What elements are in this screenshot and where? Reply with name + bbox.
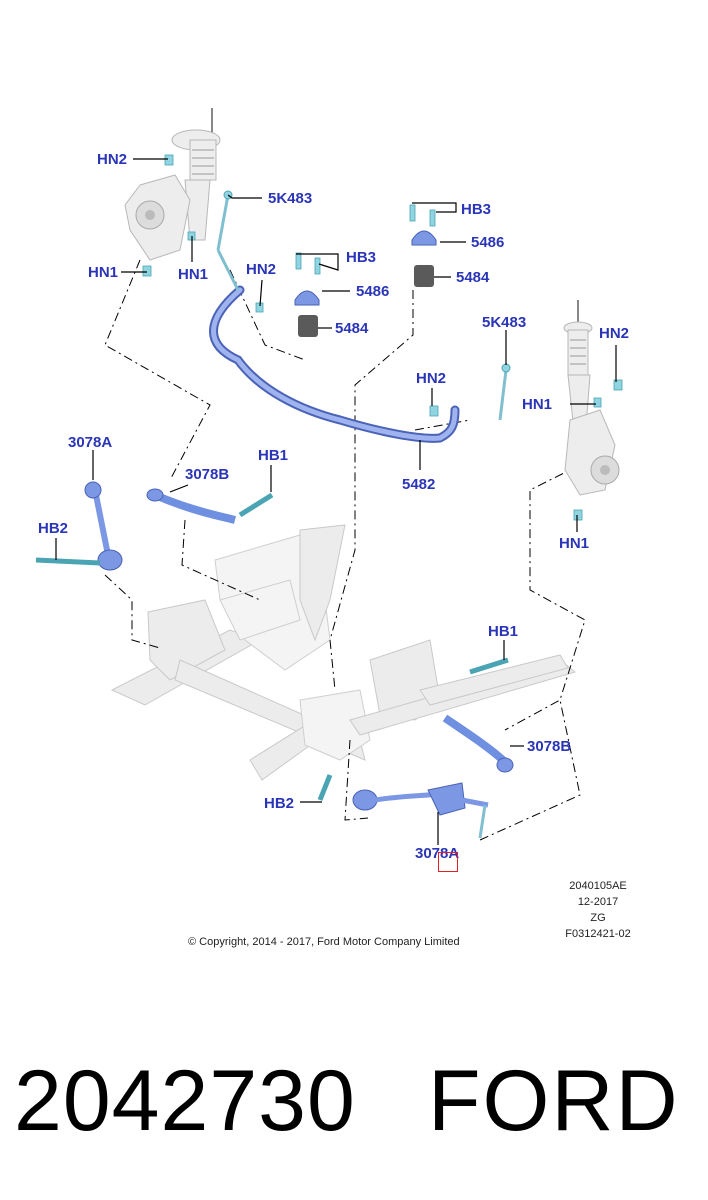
lower-arms: [84, 481, 514, 839]
callout-hn2-center: HN2: [416, 370, 447, 387]
callout-3078b-left: 3078B: [185, 466, 230, 483]
part-number: 2042730: [14, 1053, 356, 1149]
callout-hb1-left: HB1: [258, 447, 289, 464]
callout-5k483-right: 5K483: [482, 314, 527, 331]
bushings-brackets: [294, 230, 437, 337]
stabilizer-bar: [209, 285, 460, 443]
callout-hb1-right: HB1: [488, 623, 519, 640]
callout-5k483-left: 5K483: [268, 190, 313, 207]
brand-name: FORD: [428, 1053, 680, 1149]
callout-5484-right: 5484: [456, 269, 490, 286]
callout-hn1-left-b: HN1: [178, 266, 209, 283]
callout-hn1-right: HN1: [522, 396, 553, 413]
callout-hb2-left: HB2: [38, 520, 69, 537]
leader-lines: [55, 158, 617, 845]
callout-hn2-right: HN2: [599, 325, 630, 342]
callout-hn2-left-b: HN2: [246, 261, 277, 278]
callout-hb3-right: HB3: [461, 201, 492, 218]
copyright-notice: © Copyright, 2014 - 2017, Ford Motor Com…: [188, 936, 460, 948]
drawing-ref: F0312421-02: [565, 928, 631, 940]
drawing-number: 2040105AE: [569, 880, 627, 892]
callout-5484-left: 5484: [335, 320, 369, 337]
callout-hn2-left: HN2: [97, 151, 128, 168]
front-subframe: [110, 524, 577, 781]
callout-3078b-right: 3078B: [527, 738, 572, 755]
callout-hb2-right: HB2: [264, 795, 295, 812]
drawing-date: 12-2017: [577, 896, 619, 908]
callout-3078a-left: 3078A: [68, 434, 113, 451]
callout-5482: 5482: [402, 476, 436, 493]
right-strut-assembly: [563, 300, 620, 496]
fasteners: [35, 154, 623, 801]
left-strut-assembly: [124, 108, 221, 261]
callout-hn1-left-a: HN1: [88, 264, 119, 281]
exploded-suspension-diagram: .lead { stroke:#000; stroke-width:1.2; f…: [35, 108, 623, 845]
callout-hb3-left: HB3: [346, 249, 377, 266]
drawing-meta: 2040105AE 12-2017 ZG F0312421-02: [548, 878, 648, 942]
callout-hn1-right-b: HN1: [559, 535, 590, 552]
assembly-lines: [104, 259, 586, 841]
highlight-box: [438, 852, 458, 872]
callout-5486-left: 5486: [356, 283, 390, 300]
callout-3078a-right: 3078A: [415, 845, 460, 862]
callout-5486-right: 5486: [471, 234, 505, 251]
drawing-code: ZG: [590, 912, 606, 924]
